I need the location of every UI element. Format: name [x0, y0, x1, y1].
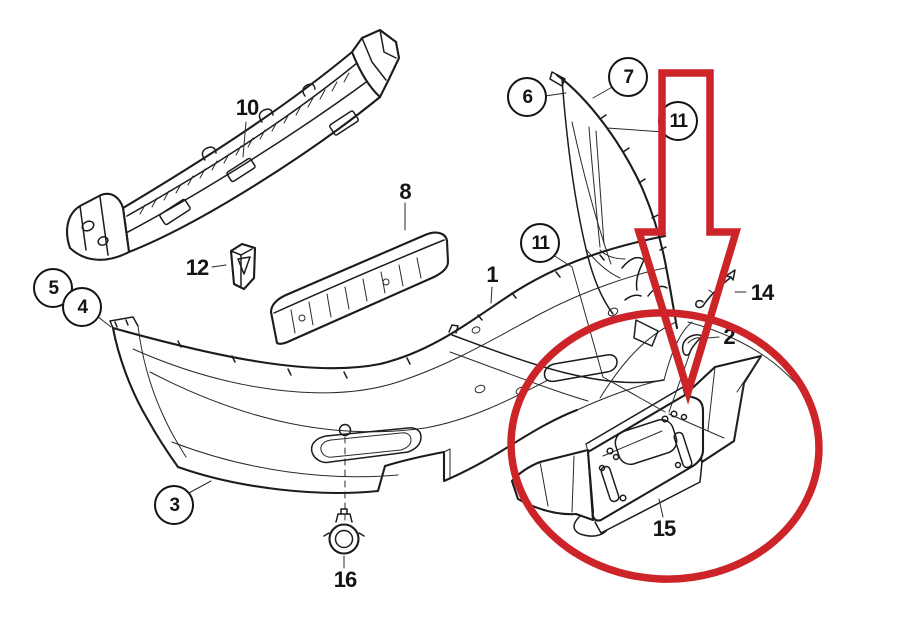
impact-bar-clips [201, 83, 316, 161]
callout-8[interactable]: 8 [399, 179, 411, 204]
callout-6-circled[interactable]: 6 [507, 77, 547, 117]
part-10-drawing [66, 28, 401, 261]
part-12-drawing [229, 242, 257, 291]
callout-10[interactable]: 10 [235, 95, 260, 120]
impact-bar-right-end [350, 28, 401, 99]
callout-11-circled[interactable]: 11 [658, 101, 698, 141]
callout-7-circled[interactable]: 7 [608, 57, 648, 97]
callout-14[interactable]: 14 [750, 280, 775, 305]
part-16-drawing [323, 436, 365, 569]
callout-2[interactable]: 2 [723, 324, 735, 349]
impact-bar-hatching [139, 72, 350, 215]
callout-16[interactable]: 16 [333, 567, 358, 592]
impact-bar-slots [159, 110, 359, 226]
callout-4-circled[interactable]: 4 [62, 287, 102, 327]
callout-1[interactable]: 1 [486, 262, 498, 287]
callout-15[interactable]: 15 [652, 516, 677, 541]
pdc-sensor-hole [338, 423, 352, 437]
part-8-drawing [269, 231, 450, 345]
callout-11-circled[interactable]: 11 [520, 223, 560, 263]
bumper-edge-ticks [114, 254, 605, 379]
diffuser-ribs [290, 257, 422, 334]
callout-3-circled[interactable]: 3 [154, 485, 194, 525]
callout-12[interactable]: 12 [185, 255, 210, 280]
callout-5-circled[interactable]: 5 [33, 268, 73, 308]
impact-bar-left-end [66, 192, 131, 261]
